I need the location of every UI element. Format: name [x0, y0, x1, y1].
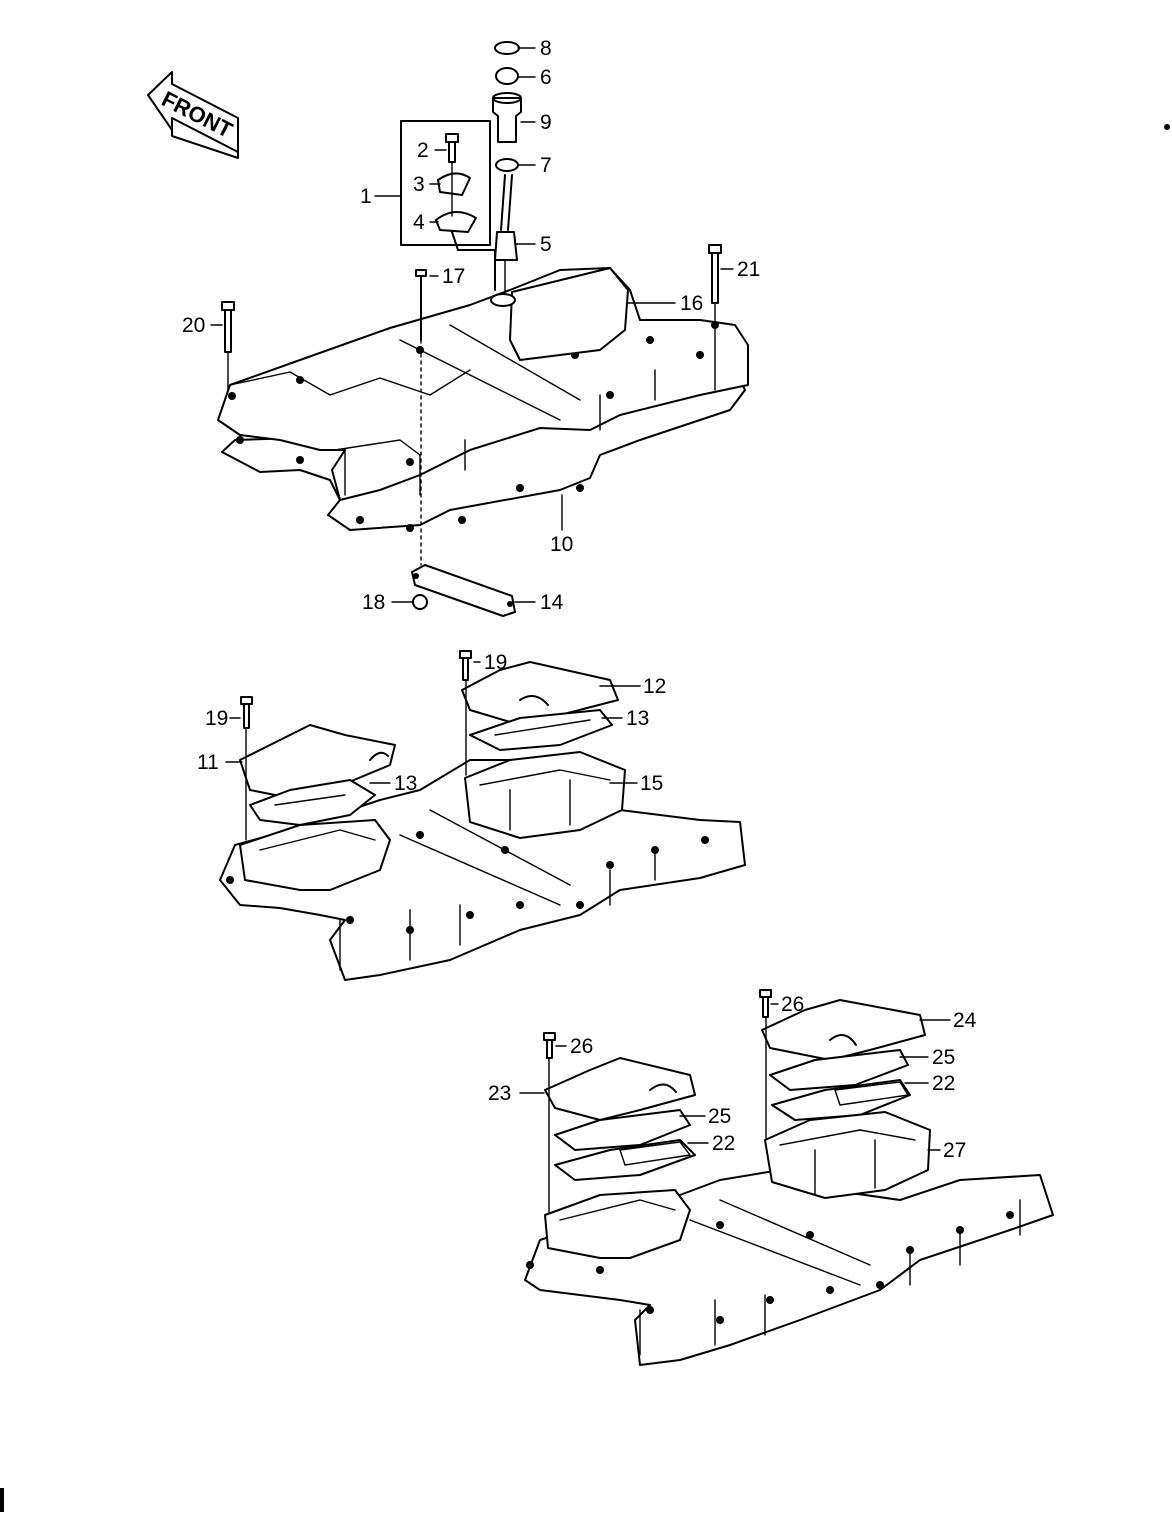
- callout-3: 3: [413, 173, 425, 196]
- middle-valve-cover-assembly: [219, 650, 746, 981]
- callout-21: 21: [737, 258, 760, 281]
- callout-10: 10: [550, 533, 573, 556]
- callout-2: 2: [417, 139, 429, 162]
- tach-drive-stack: [490, 41, 522, 307]
- washer-8: [494, 41, 520, 55]
- callout-8: 8: [540, 37, 552, 60]
- callout-13-right: 13: [626, 707, 649, 730]
- bolt-17: [415, 269, 427, 566]
- front-direction-arrow: FRONT: [147, 71, 239, 159]
- bracket: [411, 564, 516, 617]
- gasket-22-left: [554, 1139, 696, 1181]
- block-left: [239, 819, 391, 891]
- callout-18: 18: [362, 591, 385, 614]
- callout-labels: 1 2 3 4 5 6 7 8 9 10 14 16 17 18 20 21 1…: [182, 37, 977, 1162]
- kit-box: [400, 120, 491, 246]
- kit-parts: [435, 133, 496, 291]
- callout-11: 11: [197, 751, 219, 774]
- callout-6: 6: [540, 66, 552, 89]
- stray-mark: [1164, 124, 1170, 130]
- callout-26-left: 26: [570, 1035, 593, 1058]
- callout-25-left: 25: [708, 1105, 731, 1128]
- callout-26-right: 26: [781, 993, 804, 1016]
- callout-17: 17: [442, 265, 465, 288]
- cover-plate-24: [761, 999, 926, 1061]
- callout-19-left: 19: [205, 707, 228, 730]
- gasket-13-left: [249, 779, 376, 826]
- top-valve-cover-assembly: [217, 41, 749, 617]
- reed-valve-25-left: [554, 1109, 691, 1151]
- callout-27: 27: [943, 1139, 966, 1162]
- seal-6: [495, 67, 519, 85]
- callout-24: 24: [953, 1009, 977, 1032]
- callout-leaders: [210, 47, 951, 1151]
- callout-14: 14: [540, 591, 564, 614]
- callout-22-right: 22: [932, 1072, 955, 1095]
- o-ring-7: [495, 158, 519, 172]
- drive-gear-5: [494, 231, 518, 261]
- gasket-13-right: [469, 709, 613, 751]
- block-15: [464, 751, 626, 839]
- nut: [412, 594, 428, 610]
- callout-1: 1: [360, 185, 372, 208]
- reed-valve-25-right: [769, 1049, 909, 1091]
- stray-mark-left: [0, 1488, 4, 1512]
- callout-5: 5: [540, 233, 552, 256]
- bolt-21: [708, 244, 722, 323]
- callout-22-left: 22: [712, 1132, 735, 1155]
- bottom-valve-cover-assembly: [524, 989, 1054, 1366]
- callout-13-left: 13: [394, 772, 417, 795]
- bushing-9: [492, 97, 522, 143]
- callout-16: 16: [680, 292, 703, 315]
- callout-25-right: 25: [932, 1046, 955, 1069]
- breather-cover: [509, 267, 629, 361]
- callout-23: 23: [488, 1082, 511, 1105]
- callout-12: 12: [643, 675, 666, 698]
- gasket-22-right: [771, 1079, 911, 1121]
- block-left-bottom: [544, 1189, 691, 1259]
- cover-plate-12: [461, 661, 619, 726]
- block-27: [764, 1111, 931, 1199]
- callout-7: 7: [540, 154, 552, 177]
- callout-9: 9: [540, 111, 552, 134]
- bolt-20: [221, 301, 235, 391]
- callout-20: 20: [182, 314, 205, 337]
- callout-4: 4: [413, 211, 425, 234]
- cover-plate-23: [544, 1057, 696, 1121]
- callout-19-right: 19: [484, 651, 507, 674]
- callout-15: 15: [640, 772, 663, 795]
